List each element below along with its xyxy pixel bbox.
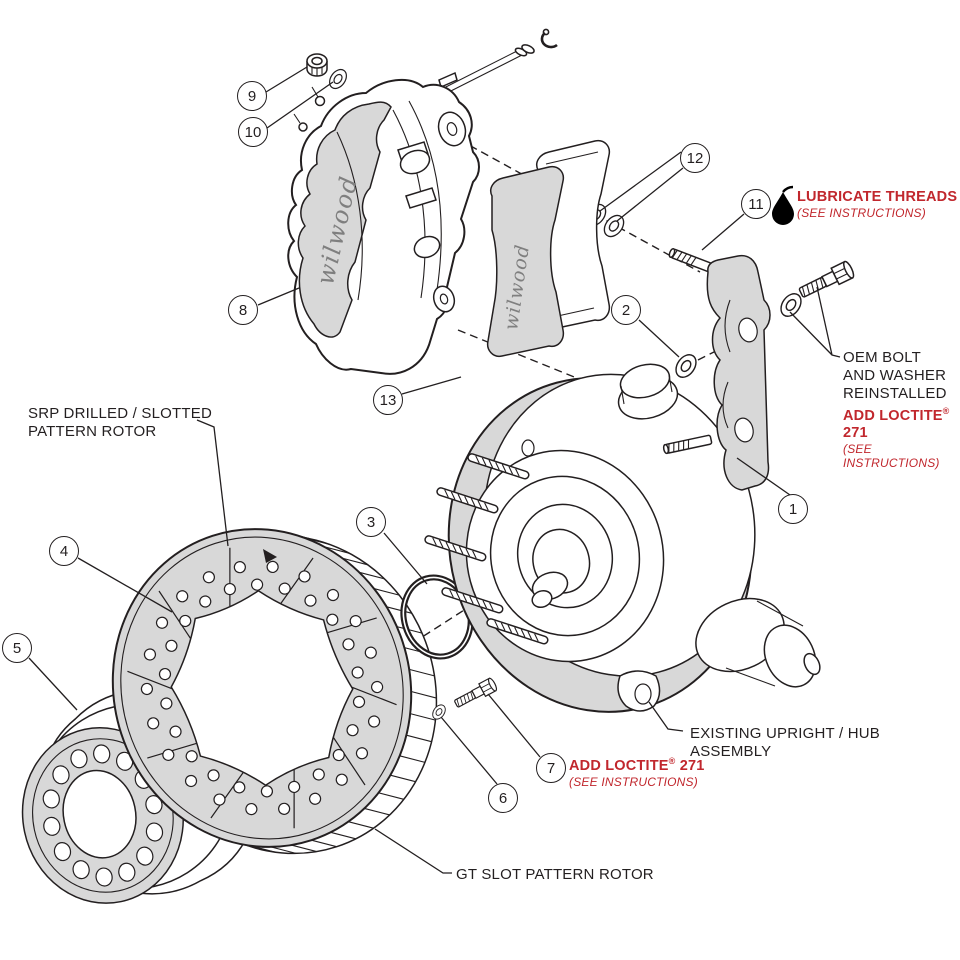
label-loctite7-sub: (SEE INSTRUCTIONS) [569, 774, 698, 789]
callout-1: 1 [778, 494, 808, 524]
rotation-arrow [263, 549, 277, 563]
label-loctite7-title: ADD LOCTITE® 271 [569, 756, 705, 774]
callout-12: 12 [680, 143, 710, 173]
label-srp-line2: PATTERN ROTOR [28, 423, 157, 440]
brake-pads-drawing: wilwood [486, 139, 611, 358]
label-add-loctite-7: ADD LOCTITE® 271 (SEE INSTRUCTIONS) [569, 753, 705, 789]
callout-2: 2 [611, 295, 641, 325]
label-oem-bolt: OEM BOLT AND WASHER REINSTALLED ADD LOCT… [843, 349, 960, 470]
label-existing-upright: EXISTING UPRIGHT / HUB ASSEMBLY [690, 725, 880, 760]
lubricant-drop-icon [772, 185, 794, 225]
caliper-drawing: wilwood [287, 78, 480, 375]
srp-rotor-drawing [111, 528, 438, 855]
callout-4: 4 [49, 536, 79, 566]
label-oem-line2: AND WASHER [843, 367, 947, 384]
label-gt-rotor: GT SLOT PATTERN ROTOR [456, 866, 654, 883]
label-srp-line1: SRP DRILLED / SLOTTED [28, 405, 212, 422]
label-srp-rotor: SRP DRILLED / SLOTTED PATTERN ROTOR [28, 405, 212, 441]
label-oem-sub: (SEE INSTRUCTIONS) [843, 441, 940, 470]
label-oem-line1: OEM BOLT [843, 349, 921, 366]
callout-3: 3 [356, 507, 386, 537]
leader-lines [28, 66, 841, 874]
callout-13: 13 [373, 385, 403, 415]
label-lubricate-threads: LUBRICATE THREADS (SEE INSTRUCTIONS) [797, 189, 957, 220]
callout-11: 11 [741, 189, 771, 219]
mount-bracket-drawing [662, 247, 771, 491]
label-oem-loctite: ADD LOCTITE® 271 [843, 406, 950, 441]
callout-5: 5 [2, 633, 32, 663]
callout-6: 6 [488, 783, 518, 813]
label-lubricate-title: LUBRICATE THREADS [797, 189, 958, 205]
label-lubricate-sub: (SEE INSTRUCTIONS) [797, 206, 926, 220]
callout-10: 10 [238, 117, 268, 147]
label-oem-line3: REINSTALLED [843, 385, 947, 402]
callout-9: 9 [237, 81, 267, 111]
callout-8: 8 [228, 295, 258, 325]
callout-7: 7 [536, 753, 566, 783]
nut-drawing [306, 53, 328, 77]
